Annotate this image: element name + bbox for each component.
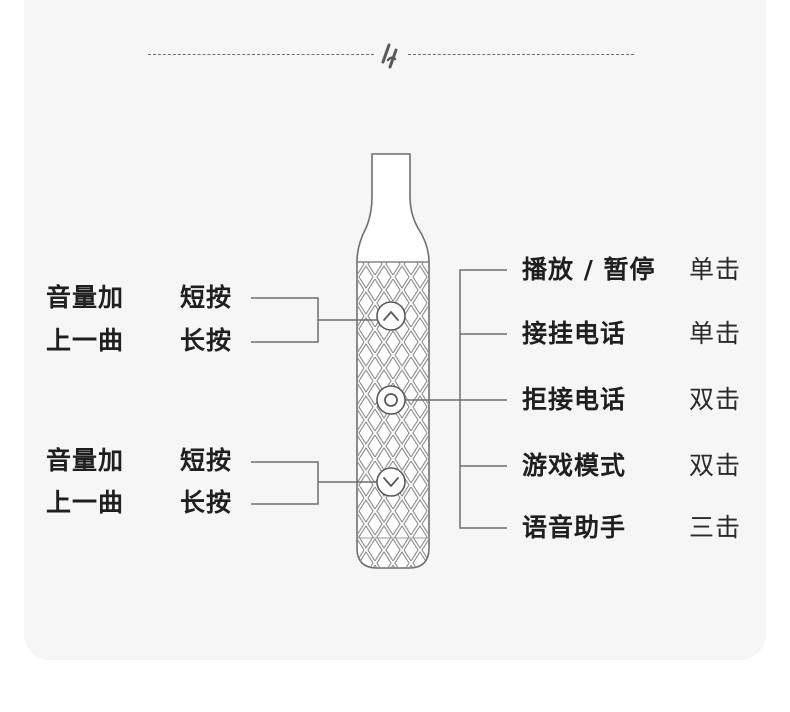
right-function-label: 接挂电话 xyxy=(522,319,627,348)
volume-up-button xyxy=(376,301,406,331)
left-function-label: 音量加 xyxy=(46,446,125,475)
left-action-label: 短按 xyxy=(180,446,233,475)
left-action-label: 长按 xyxy=(180,488,233,517)
left-function-label: 音量加 xyxy=(46,283,125,312)
header-divider-right xyxy=(408,54,634,55)
right-action-label: 双击 xyxy=(689,385,742,414)
right-action-label: 双击 xyxy=(689,451,742,480)
brand-logo-icon xyxy=(381,43,398,69)
right-function-label: 语音助手 xyxy=(522,513,627,542)
left-function-label: 上一曲 xyxy=(46,488,125,517)
left-connector-top xyxy=(251,297,377,343)
header-divider-left xyxy=(148,54,374,55)
left-function-label: 上一曲 xyxy=(46,326,125,355)
right-action-label: 三击 xyxy=(689,513,742,542)
left-connector-bottom xyxy=(251,461,377,505)
right-action-label: 单击 xyxy=(689,319,742,348)
right-function-label: 播放 / 暂停 xyxy=(522,255,656,284)
circle-icon xyxy=(384,393,398,407)
pen-device xyxy=(356,153,430,569)
volume-down-button xyxy=(376,467,406,497)
chevron-down-icon xyxy=(383,477,399,487)
right-function-label: 游戏模式 xyxy=(522,451,627,480)
multifunction-button xyxy=(376,385,406,415)
right-action-label: 单击 xyxy=(689,255,742,284)
right-function-label: 拒接电话 xyxy=(522,385,627,414)
left-action-label: 长按 xyxy=(180,326,233,355)
right-connector xyxy=(405,269,507,529)
left-action-label: 短按 xyxy=(180,283,233,312)
chevron-up-icon xyxy=(383,311,399,321)
